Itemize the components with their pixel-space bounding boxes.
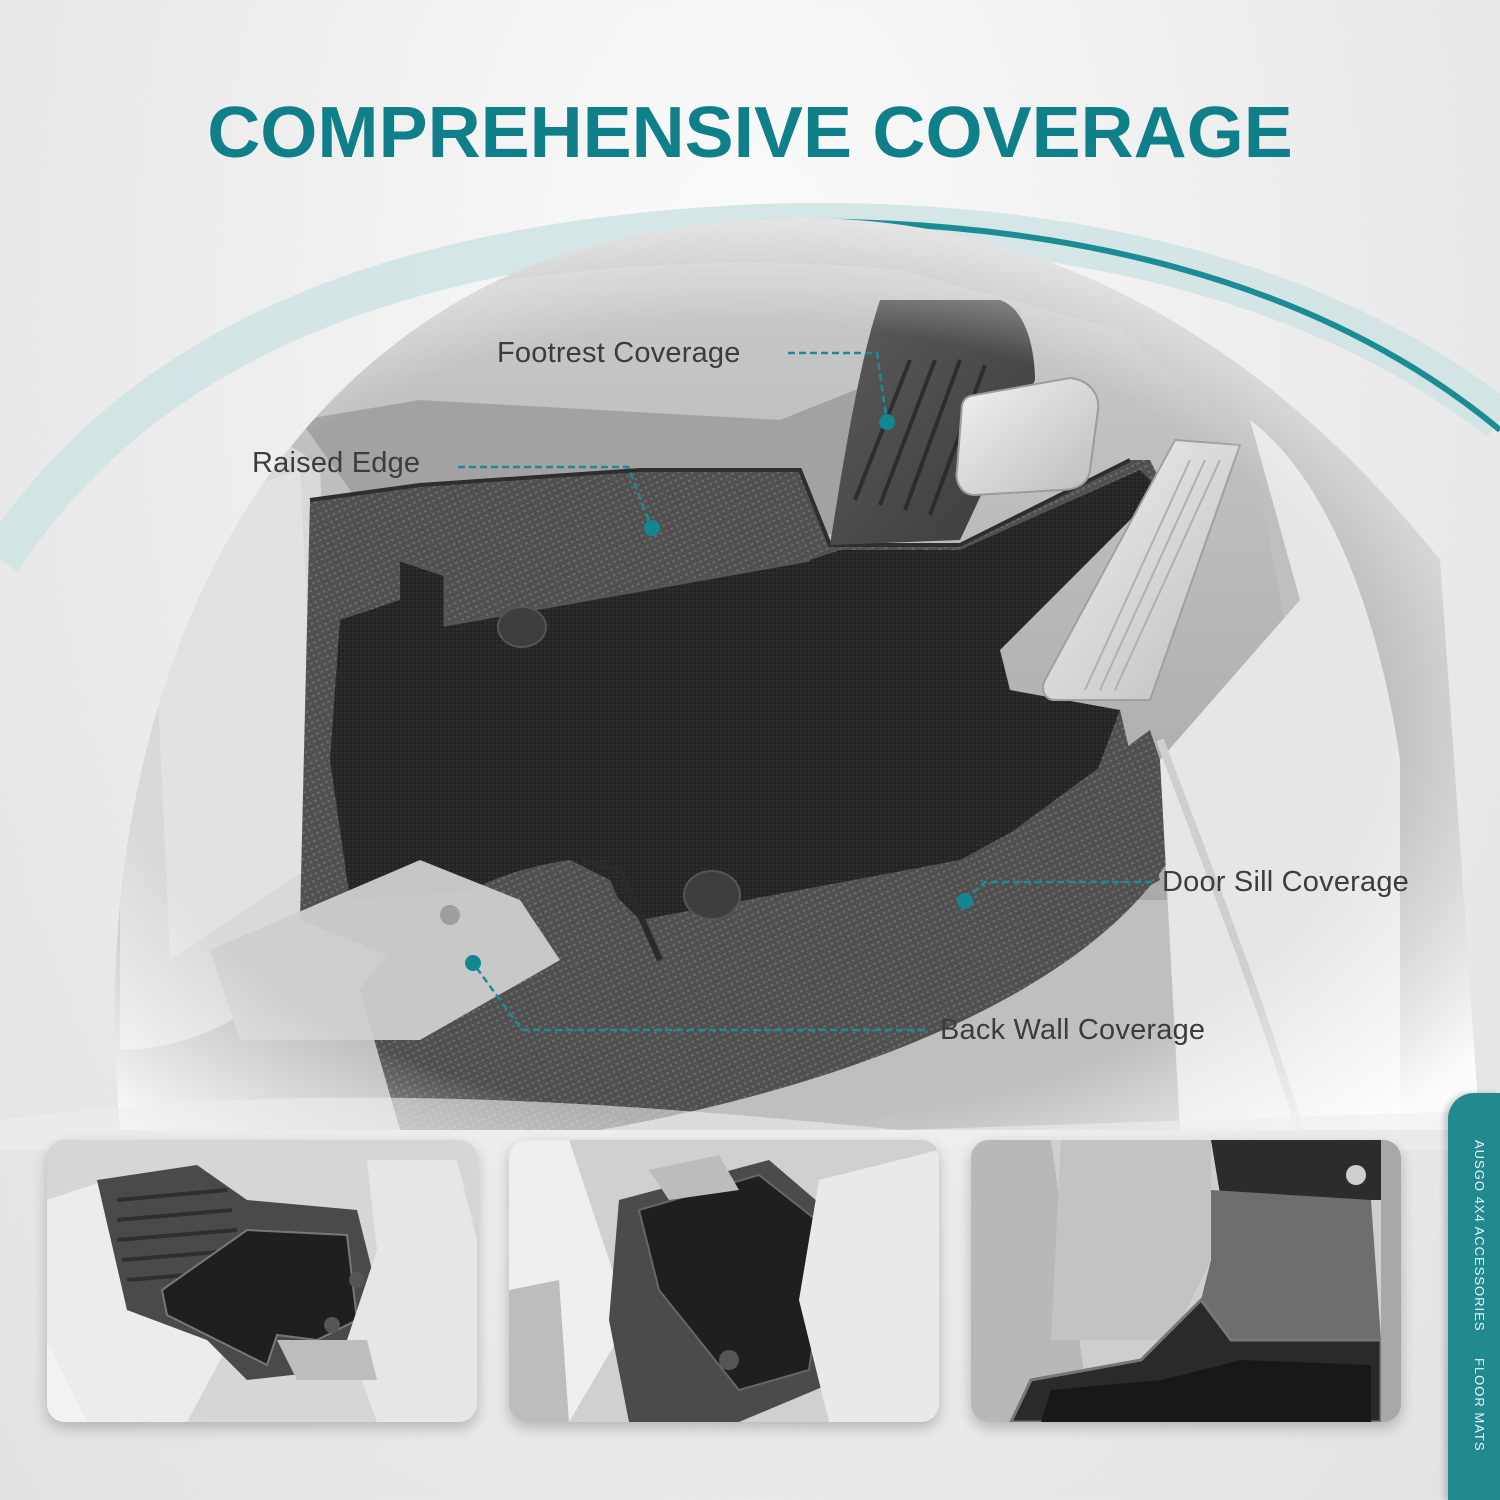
thumbnail-front-driver (47, 1140, 477, 1422)
callout-footrest-coverage: Footrest Coverage (497, 337, 741, 369)
brand-label: AUSGO 4X4 ACCESSORIES FLOOR MATS (1461, 1140, 1487, 1480)
leader-door-sill (964, 880, 1152, 901)
brand-side-tab (1448, 1093, 1500, 1500)
callout-door-sill-coverage: Door Sill Coverage (1162, 866, 1409, 898)
page-title: COMPREHENSIVE COVERAGE (207, 93, 1293, 173)
brand-product: FLOOR MATS (1472, 1357, 1487, 1452)
dot-door-sill (957, 893, 973, 909)
thumbnail-front-passenger (509, 1140, 939, 1422)
leader-back-wall (471, 962, 925, 1032)
brand-name: AUSGO 4X4 ACCESSORIES (1472, 1140, 1487, 1332)
thumbnail-rear-footwell (971, 1140, 1401, 1422)
callout-raised-edge: Raised Edge (252, 447, 421, 479)
leader-raised-edge (458, 465, 654, 529)
dot-raised-edge (644, 520, 660, 536)
callout-back-wall-coverage: Back Wall Coverage (940, 1014, 1206, 1046)
thumbnail-gallery (47, 1140, 1407, 1424)
dot-back-wall (465, 955, 481, 971)
leader-footrest (788, 351, 889, 423)
dot-footrest (879, 414, 895, 430)
callout-leaders (458, 351, 1152, 1032)
